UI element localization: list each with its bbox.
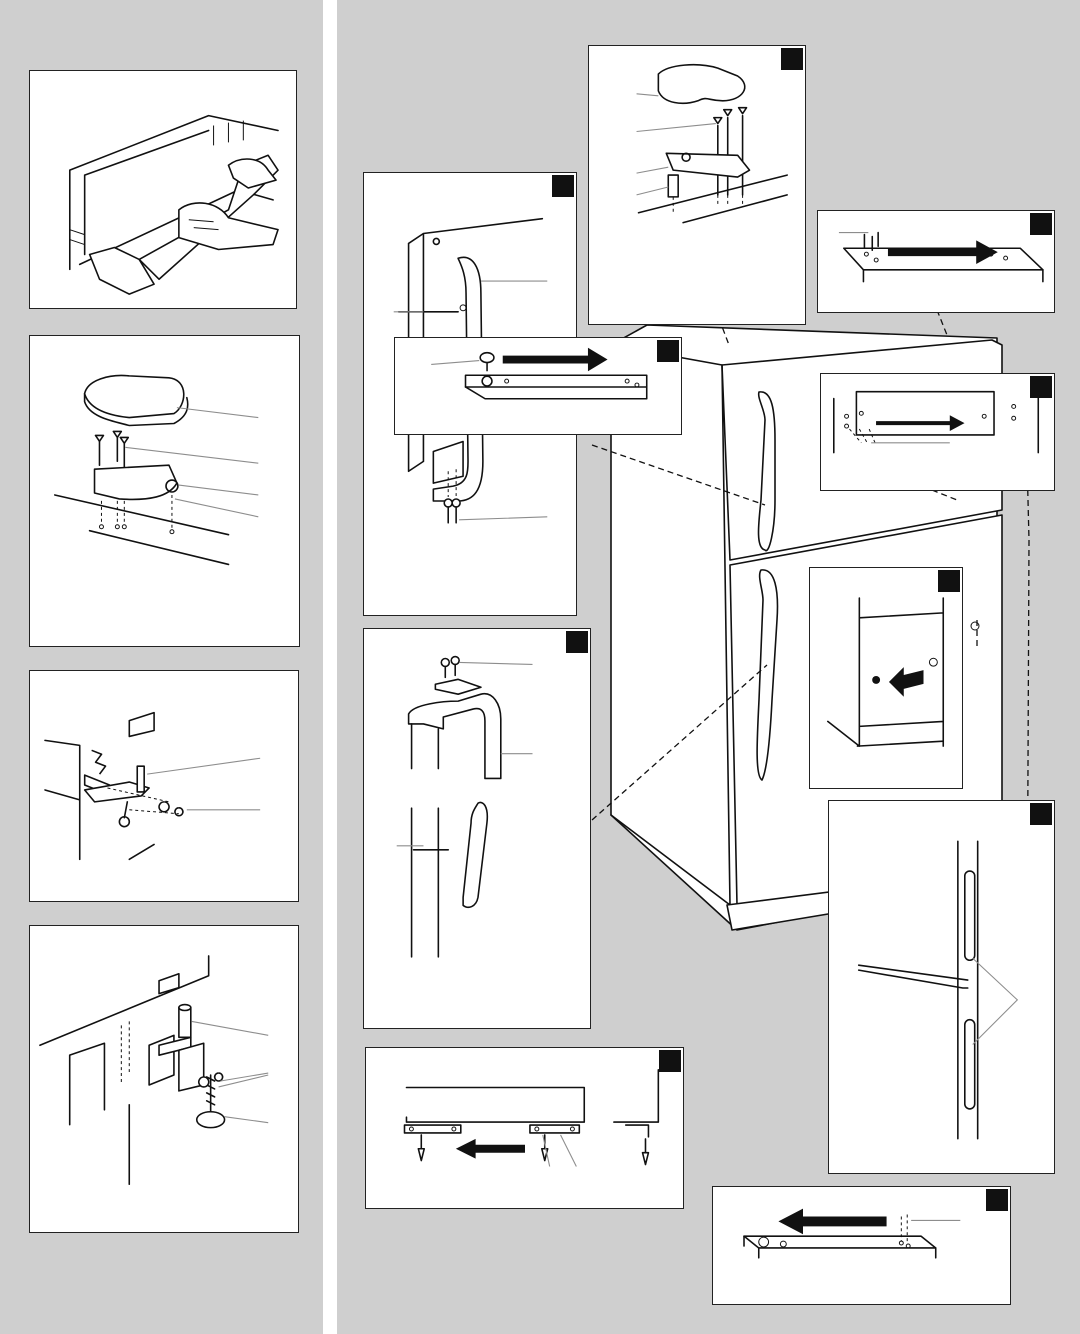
- top-hinge-cover-assembly-panel: [29, 335, 300, 647]
- step-marker: [1030, 213, 1052, 235]
- hand-icon: [30, 71, 296, 308]
- center-hinge-icon: [30, 671, 298, 901]
- step-marker: [986, 1189, 1008, 1211]
- refrigerator-handle-detail-panel: [363, 628, 591, 1029]
- arrow-left-icon: [778, 1209, 886, 1235]
- leveler-icon: [30, 926, 298, 1232]
- arrow-left-icon: [889, 667, 924, 697]
- arrow-left-icon: [456, 1139, 525, 1159]
- step-marker: [566, 631, 588, 653]
- step-marker: [659, 1050, 681, 1072]
- door-gasket-detail-panel: [828, 800, 1055, 1174]
- center-hinge-assembly-panel: [29, 670, 299, 902]
- toe-grille-removal-panel: [29, 70, 297, 309]
- hinge-cover-icon: [30, 336, 299, 646]
- door-stop-detail-panel: [809, 567, 963, 789]
- step-marker: [1030, 376, 1052, 398]
- step-marker: [938, 570, 960, 592]
- bottom-door-stop-detail-panel: [365, 1047, 684, 1209]
- top-screw-holes-detail-panel: [817, 210, 1055, 313]
- step-marker: [781, 48, 803, 70]
- top-hinge-detail-panel: [588, 45, 806, 325]
- freezer-handle-plug-detail-panel: [394, 337, 682, 435]
- bottom-hinge-leveler-panel: [29, 925, 299, 1233]
- arrow-right-icon: [876, 415, 964, 431]
- freezer-door-top-detail-panel: [820, 373, 1055, 491]
- step-marker: [657, 340, 679, 362]
- step-marker: [552, 175, 574, 197]
- step-marker: [1030, 803, 1052, 825]
- arrow-right-icon: [503, 348, 608, 372]
- refrigerator-door-bottom-detail-panel: [712, 1186, 1011, 1305]
